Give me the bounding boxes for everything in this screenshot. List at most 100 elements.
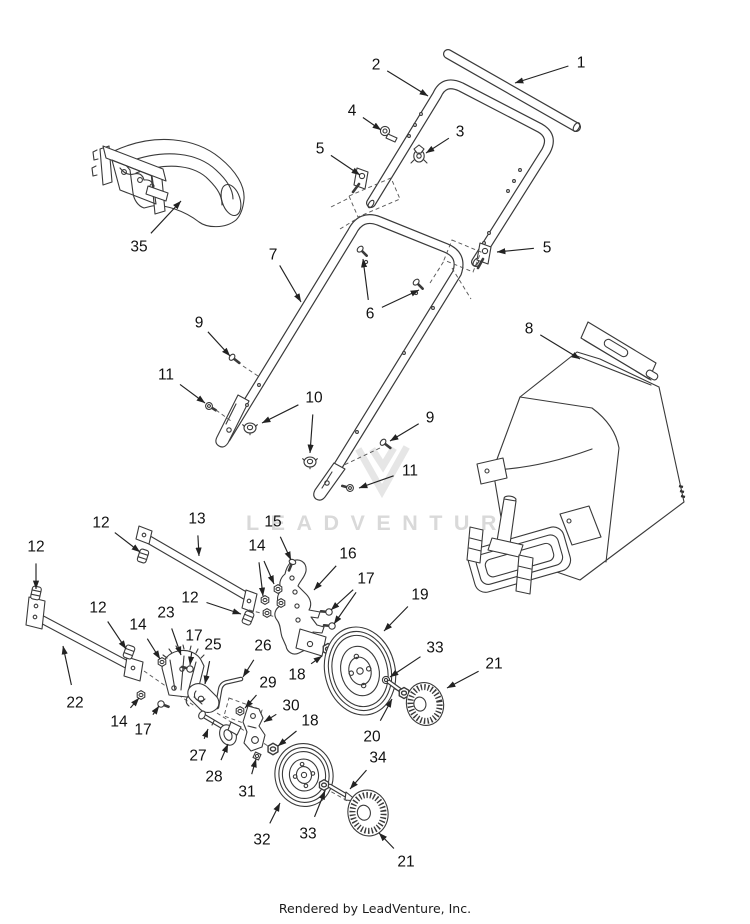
callout-leader-32 [269,802,281,824]
callout-leader-23 [171,628,182,656]
callout-leader-12 [206,601,242,615]
callout-leader-16 [313,565,337,591]
part-callout-12: 12 [89,600,106,617]
handle-rivet-holes [407,112,522,245]
part-callout-14: 14 [129,617,147,634]
callout-leader-14 [129,697,140,709]
footer-credit: Rendered by LeadVenture, Inc. [278,901,472,916]
callout-leader-17 [151,705,160,716]
part-callout-14: 14 [248,538,266,555]
part-callout-2: 2 [372,57,381,74]
part-callout-27: 27 [189,748,206,765]
part-25-cam [185,683,220,713]
part-4-cable-tie [379,125,398,143]
callout-leader-14 [258,562,266,597]
callout-leader-21 [378,832,395,849]
part-callout-25: 25 [204,637,221,654]
part-callout-31: 31 [238,784,255,801]
callout-leader-15 [279,536,292,561]
pivot-cluster [185,676,279,761]
callout-leader-33 [389,656,421,678]
callout-leader-21 [446,670,479,689]
part-7-lower-handle [215,214,464,501]
callout-leader-14 [263,560,275,585]
part-callout-26: 26 [254,638,271,655]
part-callout-29: 29 [259,675,276,692]
part-callout-11: 11 [402,463,418,480]
part-callout-22: 22 [66,695,83,712]
part-28-bracket [219,721,242,746]
part-callout-15: 15 [264,514,281,531]
part-32-wheel [274,743,361,809]
callout-leader-7 [279,265,302,303]
part-35-discharge-chute [91,139,245,228]
callout-leader-13 [195,535,202,557]
callout-leader-12 [114,532,141,553]
part-31-bolt [252,751,262,761]
part-9-screws [226,351,394,466]
callout-leader-9 [389,423,419,442]
callout-leader-17 [333,591,357,625]
part-21-hubcap-lower [347,789,389,837]
part-callout-13: 13 [188,511,205,528]
callout-leader-5 [496,247,534,255]
part-1-grip-bar [443,49,581,132]
part-callout-1: 1 [577,55,586,72]
watermark-text: LEADVENTURE [246,511,534,535]
callout-leader-2 [386,70,429,97]
callout-leader-25 [203,660,211,685]
part-callout-5: 5 [316,141,325,158]
callout-leader-11 [358,475,394,489]
part-callout-34: 34 [369,750,387,767]
part-callout-16: 16 [339,546,356,563]
part-5-clamp-right [476,242,492,270]
callout-leader-4 [362,117,382,131]
part-callout-20: 20 [363,729,381,746]
part-callout-17: 17 [185,628,202,645]
part-callout-18: 18 [301,713,318,730]
callout-leader-35 [150,200,182,234]
part-10-knobs [242,422,318,470]
callout-leader-14 [146,638,161,660]
callout-leader-12 [107,621,127,650]
part-callout-17: 17 [357,571,374,588]
callout-leader-11 [179,383,206,404]
callout-leader-33 [313,790,326,818]
callout-leader-20 [379,698,393,721]
callout-leader-26 [242,659,255,678]
callout-leader-3 [425,137,450,154]
part-callout-19: 19 [411,587,428,604]
callout-leader-34 [349,769,367,790]
part-callout-3: 3 [456,124,465,141]
callout-leader-1 [514,65,569,84]
part-16-wheel-bracket [248,557,337,657]
part-21-hubcap-upper [405,682,445,726]
leadventure-logo-watermark [355,445,410,499]
callout-leader-18 [310,655,323,665]
callout-leader-6 [381,289,420,308]
part-callout-33: 33 [299,826,316,843]
part-callout-9: 9 [426,410,435,427]
callout-leader-27 [202,728,209,740]
callout-leader-28 [220,743,229,761]
callout-leader-9 [207,331,231,357]
part-22-support-bar [25,596,144,682]
callout-leader-8 [540,334,581,360]
part-callout-33: 33 [426,640,443,657]
part-callout-17: 17 [134,722,151,739]
part-callout-32: 32 [253,832,270,849]
part-callout-4: 4 [348,103,357,120]
part-callout-9: 9 [195,315,204,332]
part-11-screws [203,400,356,494]
part-30-bracket [242,705,266,752]
callout-leader-17 [330,589,354,611]
part-13-support-bar [135,525,258,613]
diagram-art [25,49,686,837]
callout-leader-6 [361,258,369,300]
part-callout-12: 12 [92,515,109,532]
callout-leader-10 [261,404,299,424]
callout-leader-18 [277,730,297,747]
